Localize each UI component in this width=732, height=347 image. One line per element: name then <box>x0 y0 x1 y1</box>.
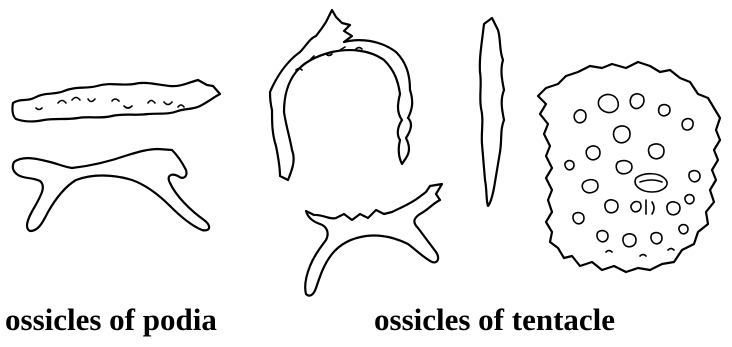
tentacle-ossicle-x <box>305 184 442 296</box>
caption-ossicles-of-tentacle: ossicles of tentacle <box>374 302 615 338</box>
tentacle-ossicle-plate <box>538 62 720 272</box>
tentacle-ossicle-arch <box>270 10 412 180</box>
tentacle-ossicle-rod <box>480 18 504 206</box>
podia-ossicle-x <box>13 149 209 231</box>
podia-ossicle-rod <box>12 80 220 121</box>
caption-ossicles-of-podia: ossicles of podia <box>5 302 217 338</box>
